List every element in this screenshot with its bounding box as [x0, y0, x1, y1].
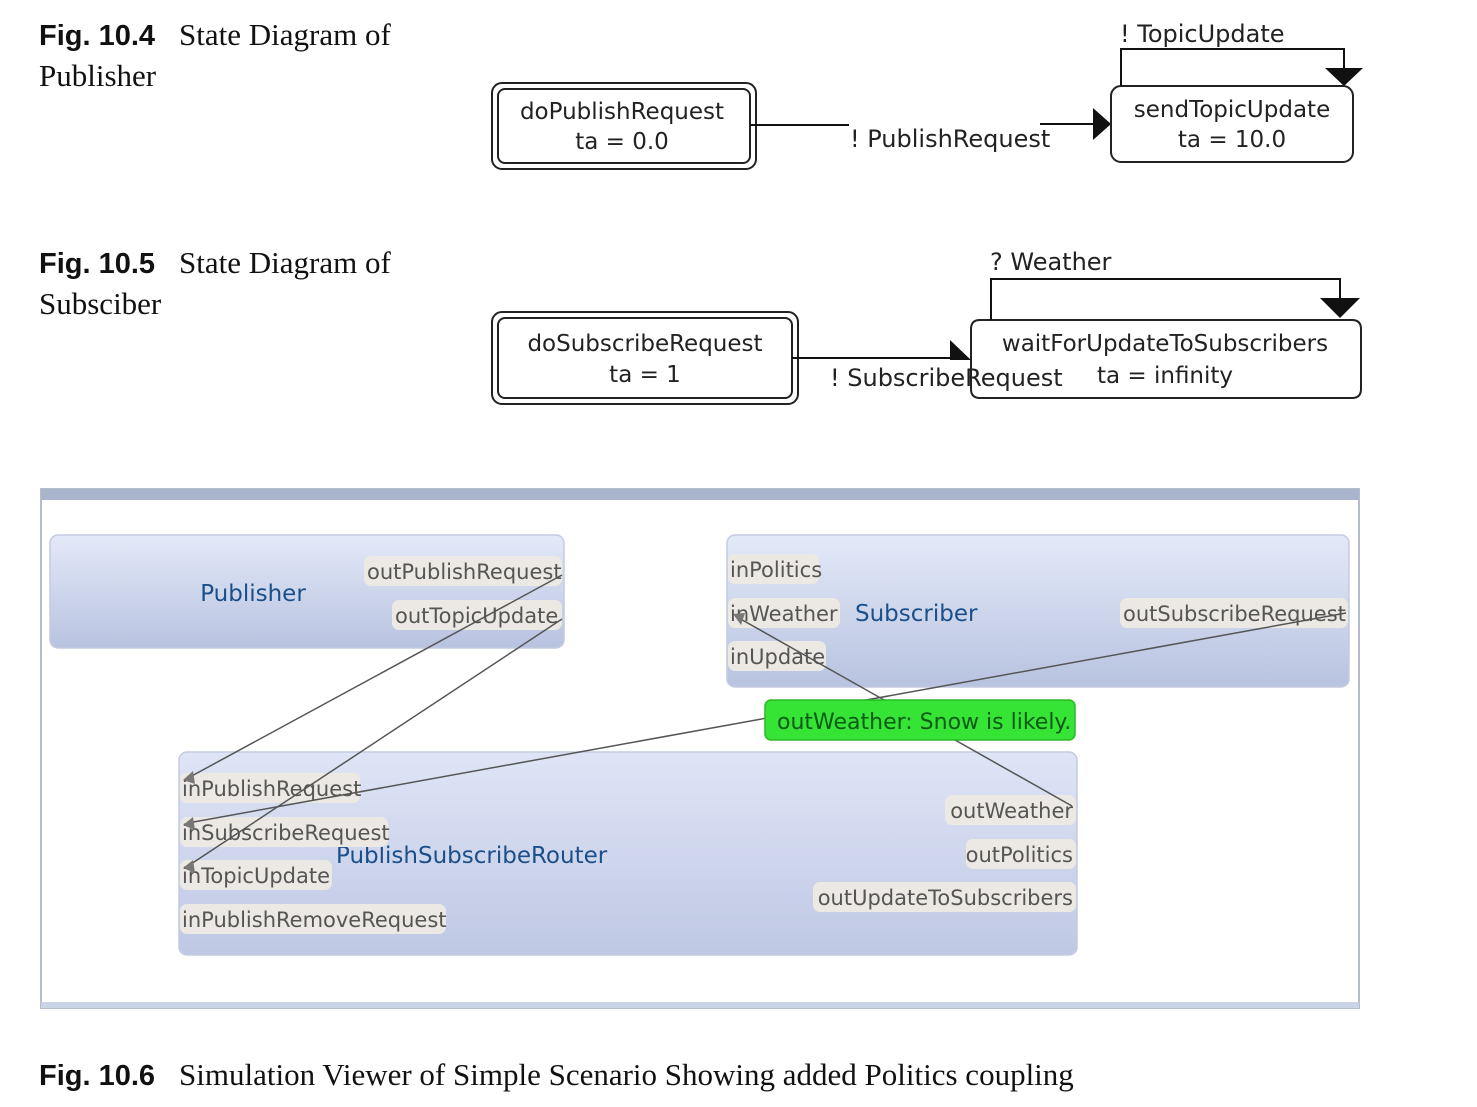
- port-in-politics[interactable]: [728, 554, 819, 584]
- model-name: Publisher: [200, 581, 306, 607]
- state-do-publish-request: doPublishRequest ta = 0.0: [491, 82, 757, 170]
- port-out-subscribe-request[interactable]: [1120, 598, 1348, 628]
- publisher-model[interactable]: Publisher outPublishRequest outTopicUpda…: [49, 534, 565, 649]
- port-label: outTopicUpdate: [395, 604, 558, 628]
- port-label: outSubscribeRequest: [1123, 602, 1346, 626]
- self-loop-weather: ? Weather: [990, 248, 1360, 320]
- viewer-title-bar: [41, 489, 1359, 500]
- model-name: PublishSubscribeRouter: [336, 843, 608, 869]
- fig-10-5-caption: Fig. 10.5 State Diagram of Subsciber: [39, 243, 391, 324]
- model-name: Subscriber: [855, 601, 978, 627]
- port-label: outPublishRequest: [367, 560, 562, 584]
- port-label: inPublishRemoveRequest: [182, 908, 447, 932]
- self-loop-topic-update: ! TopicUpdate: [1120, 20, 1363, 86]
- port-label: outWeather: [950, 799, 1073, 823]
- message-text: outWeather: Snow is likely.: [777, 710, 1071, 735]
- port-in-subscribe-request[interactable]: [180, 817, 388, 847]
- router-model[interactable]: PublishSubscribeRouter inPublishRequest …: [178, 751, 1078, 956]
- port-label: inWeather: [730, 602, 838, 626]
- port-label: inSubscribeRequest: [182, 821, 390, 845]
- figure-title: Simulation Viewer of Simple Scenario Sho…: [179, 1057, 1074, 1092]
- port-out-update-to-subscribers[interactable]: [813, 882, 1076, 912]
- state-do-subscribe-request: doSubscribeRequest ta = 1: [491, 311, 799, 405]
- figure-title: Publisher: [39, 58, 157, 93]
- port-in-weather[interactable]: [728, 598, 840, 628]
- transition-publish-request: ! PublishRequest: [750, 108, 1111, 153]
- arrowhead-icon: [183, 860, 195, 873]
- coupling-topic-update: [187, 618, 563, 867]
- transition-subscribe-request: ! SubscribeRequest: [792, 340, 1063, 392]
- port-label: inUpdate: [730, 645, 825, 669]
- fig-10-6-caption: Fig. 10.6 Simulation Viewer of Simple Sce…: [39, 1055, 1074, 1096]
- self-loop-label: ? Weather: [990, 248, 1112, 276]
- arrowhead-icon: [183, 817, 195, 830]
- port-label: inPolitics: [730, 558, 822, 582]
- state-wait-for-update: waitForUpdateToSubscribers ta = infinity: [970, 319, 1362, 399]
- port-label: outPolitics: [966, 843, 1073, 867]
- figure-number: Fig. 10.5: [39, 248, 156, 280]
- subscriber-state-diagram: doSubscribeRequest ta = 1 ! SubscribeReq…: [491, 248, 1362, 405]
- port-label: inPublishRequest: [182, 777, 361, 801]
- figure-number: Fig. 10.6: [39, 1060, 156, 1092]
- figure-title: State Diagram of: [179, 245, 391, 280]
- state-name: waitForUpdateToSubscribers: [1002, 331, 1328, 357]
- port-in-publish-request[interactable]: [180, 773, 360, 803]
- state-ta: ta = infinity: [1097, 363, 1233, 389]
- port-label: inTopicUpdate: [182, 864, 330, 888]
- coupling-publish-request: [187, 574, 563, 779]
- state-send-topic-update: sendTopicUpdate ta = 10.0: [1110, 85, 1354, 163]
- port-label: outUpdateToSubscribers: [818, 886, 1073, 910]
- figure-title: State Diagram of: [179, 17, 391, 52]
- fig-10-4-caption: Fig. 10.4 State Diagram of Publisher: [39, 15, 391, 96]
- publisher-state-diagram: doPublishRequest ta = 0.0 ! PublishReque…: [491, 20, 1363, 170]
- state-name: doPublishRequest: [520, 99, 724, 125]
- port-out-topic-update[interactable]: [392, 600, 562, 630]
- state-ta: ta = 0.0: [575, 129, 669, 155]
- viewer-bottom-bar: [41, 1002, 1359, 1008]
- port-in-publish-remove-request[interactable]: [180, 904, 446, 934]
- arrowhead-icon: [183, 771, 195, 784]
- simulation-viewer: Publisher outPublishRequest outTopicUpda…: [40, 488, 1360, 1009]
- self-loop-label: ! TopicUpdate: [1120, 20, 1285, 48]
- figure-number: Fig. 10.4: [39, 20, 156, 52]
- state-ta: ta = 1: [609, 362, 681, 388]
- figure-title: Subsciber: [39, 286, 162, 321]
- message-bubble: outWeather: Snow is likely.: [764, 699, 1076, 741]
- state-ta: ta = 10.0: [1178, 127, 1286, 153]
- port-in-topic-update[interactable]: [180, 860, 332, 890]
- port-in-update[interactable]: [728, 641, 826, 671]
- port-out-politics[interactable]: [966, 839, 1076, 869]
- state-name: doSubscribeRequest: [527, 331, 762, 357]
- arrowhead-icon: [733, 613, 745, 625]
- port-out-weather[interactable]: [945, 795, 1076, 825]
- coupling-arrowheads: [183, 613, 745, 873]
- state-name: sendTopicUpdate: [1134, 97, 1330, 123]
- port-out-publish-request[interactable]: [364, 556, 562, 586]
- transition-label: ! SubscribeRequest: [830, 364, 1063, 392]
- transition-label: ! PublishRequest: [850, 125, 1050, 153]
